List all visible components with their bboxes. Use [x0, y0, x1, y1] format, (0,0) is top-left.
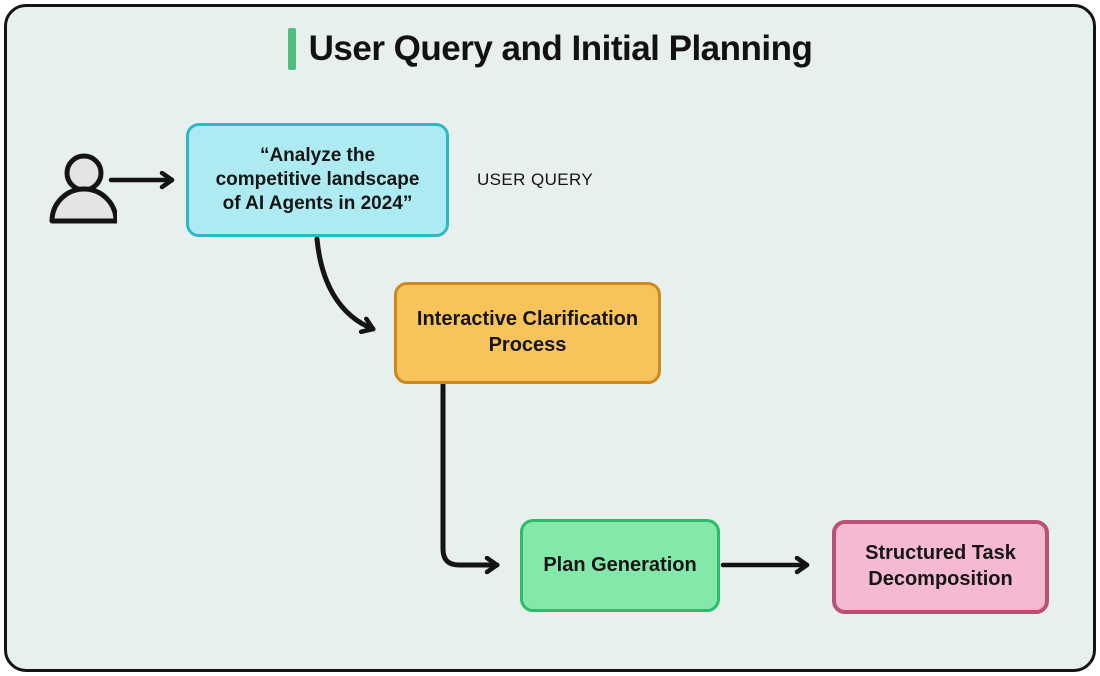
node-user-query: “Analyze the competitive landscape of AI… [186, 123, 449, 237]
diagram-canvas: User Query and Initial Planning “Analyze… [4, 4, 1096, 672]
node-task-decomposition-label: Structured Task Decomposition [865, 542, 1016, 590]
arrow-clarification-to-plan [440, 382, 500, 565]
node-task-decomposition: Structured Task Decomposition [832, 520, 1049, 614]
node-plan-generation-label: Plan Generation [543, 553, 697, 576]
page-title: User Query and Initial Planning [308, 29, 813, 68]
node-clarification-label: Interactive Clarification Process [416, 308, 639, 356]
user-query-caption: USER QUERY [477, 170, 594, 189]
arrow-query-to-clarification [314, 236, 376, 329]
title-row: User Query and Initial Planning [7, 28, 1093, 70]
person-icon [49, 153, 117, 224]
node-clarification: Interactive Clarification Process [394, 282, 661, 384]
node-user-query-label: “Analyze the competitive landscape of AI… [215, 144, 420, 215]
node-plan-generation: Plan Generation [520, 519, 720, 612]
title-accent-bar [287, 28, 296, 70]
